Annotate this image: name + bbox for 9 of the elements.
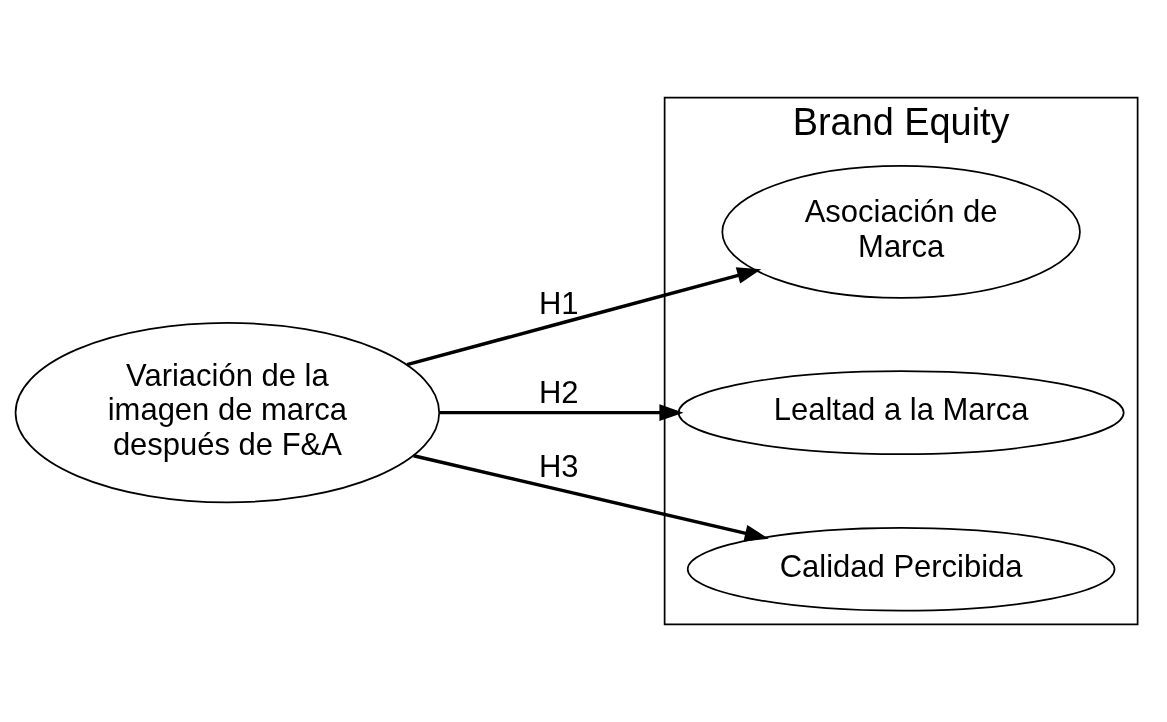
node-ellipse: Variación de la imagen de marca después de F&A [14,322,441,504]
arrow [439,404,684,422]
arrow [406,267,762,367]
edge-label: H1 [538,285,579,321]
edge-label: H3 [538,449,579,485]
edge-label: H2 [538,375,579,410]
arrow [413,454,769,542]
node-ellipse: Lealtad a la Marca [677,370,1125,455]
node-ellipse: Asociación de Marca [721,165,1081,299]
